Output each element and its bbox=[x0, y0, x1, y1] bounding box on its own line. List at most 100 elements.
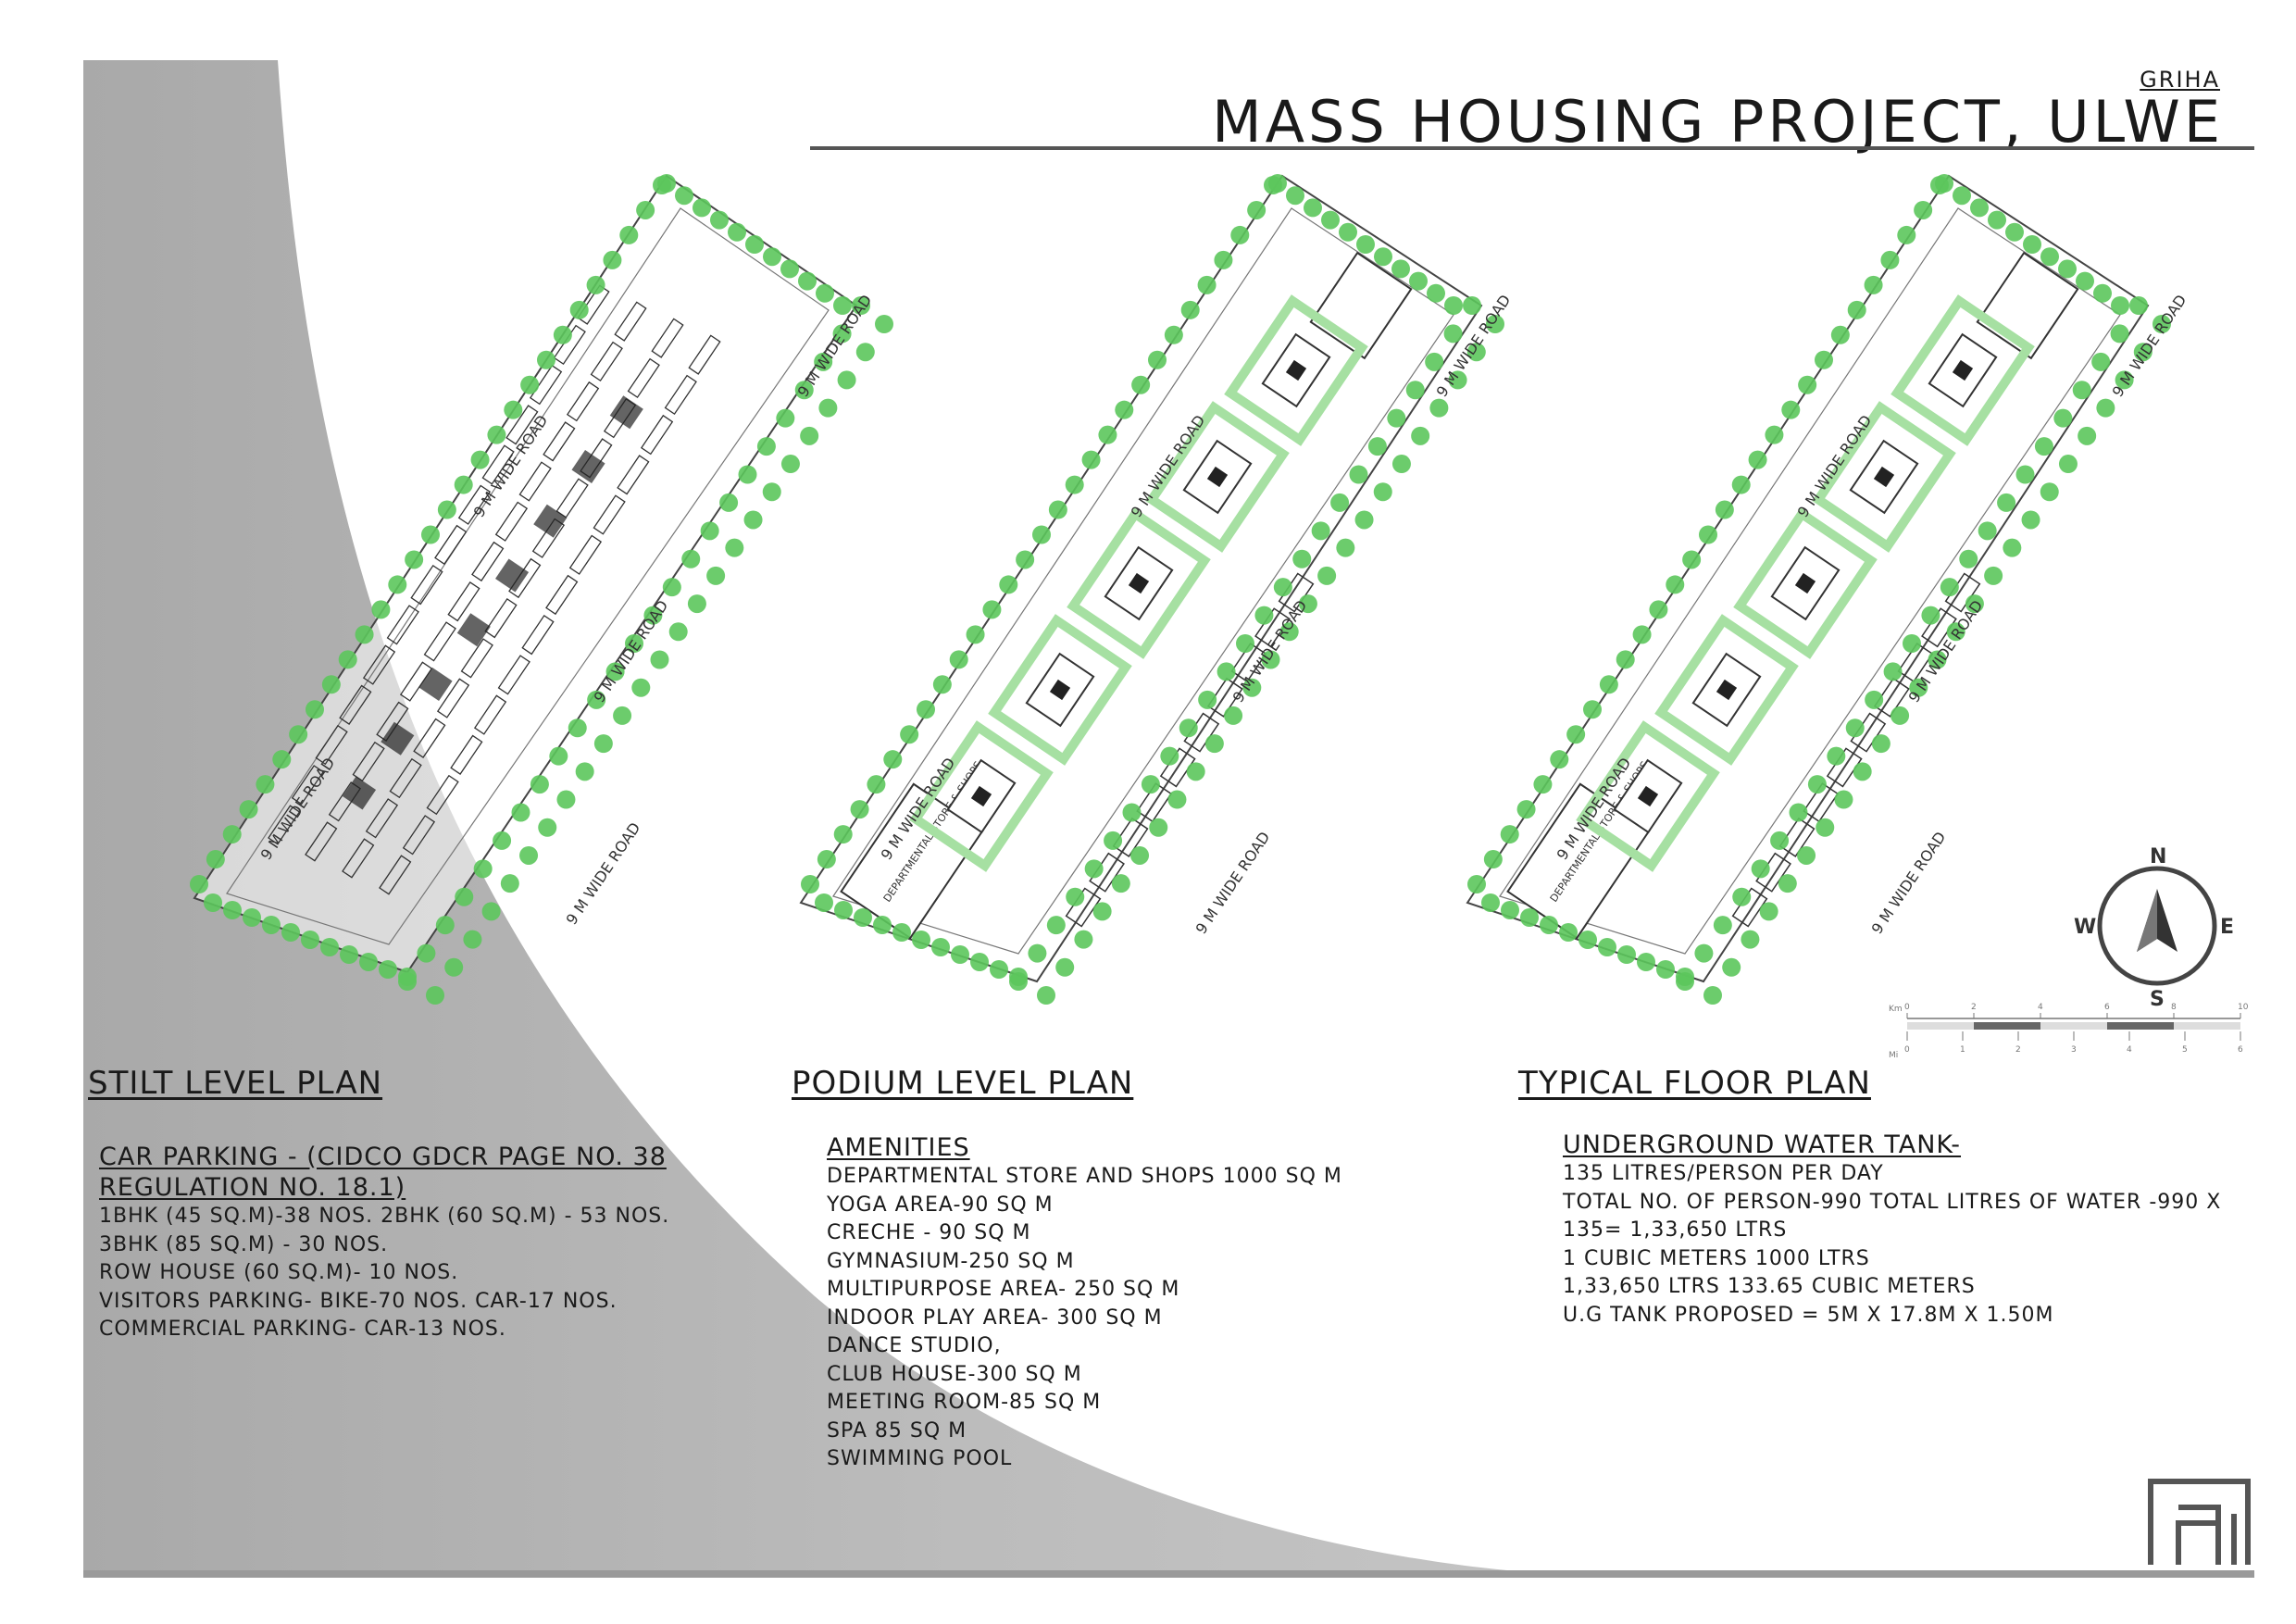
tree-icon bbox=[2040, 247, 2059, 267]
stair-core bbox=[609, 395, 643, 430]
parking-bay bbox=[529, 364, 563, 406]
stilt-note-line: 3BHK (85 SQ.M) - 30 NOS. bbox=[99, 1232, 389, 1256]
tree-icon bbox=[1197, 275, 1217, 294]
tree-icon bbox=[1599, 675, 1618, 694]
parking-bay bbox=[413, 718, 446, 758]
podium-note-line: YOGA AREA-90 SQ M bbox=[827, 1193, 1054, 1217]
tree-icon bbox=[1637, 953, 1655, 971]
tree-icon bbox=[613, 706, 632, 725]
typical-note-line: UNDERGROUND WATER TANK- bbox=[1563, 1131, 1962, 1159]
tree-icon bbox=[1279, 622, 1299, 642]
tree-icon bbox=[2093, 283, 2112, 303]
tree-icon bbox=[949, 650, 968, 669]
tree-icon bbox=[1292, 549, 1312, 568]
tree-icon bbox=[530, 775, 549, 794]
scale-top-tick-label: 2 bbox=[1971, 1003, 1977, 1012]
landscape-path bbox=[1224, 294, 1368, 446]
tree-icon bbox=[1356, 235, 1375, 254]
tree-icon bbox=[1204, 734, 1224, 754]
tree-icon bbox=[932, 675, 952, 694]
tree-icon bbox=[204, 893, 222, 912]
tree-icon bbox=[1321, 210, 1340, 230]
tree-icon bbox=[1871, 734, 1890, 754]
scale-top-unit: Km bbox=[1889, 1005, 1903, 1014]
parking-bay bbox=[365, 798, 399, 839]
parking-bay bbox=[651, 318, 684, 358]
tree-icon bbox=[900, 725, 919, 744]
tree-icon bbox=[1330, 493, 1350, 512]
tree-icon bbox=[2058, 455, 2078, 474]
tree-icon bbox=[1520, 908, 1539, 927]
tree-icon bbox=[1988, 210, 2006, 230]
scale-segment bbox=[1974, 1022, 2040, 1030]
tree-icon bbox=[970, 953, 989, 971]
row-house bbox=[1230, 642, 1267, 683]
tree-icon bbox=[794, 381, 814, 400]
parking-bay bbox=[460, 638, 493, 679]
tree-icon bbox=[321, 675, 341, 694]
tree-icon bbox=[239, 800, 258, 819]
tree-icon bbox=[2096, 398, 2115, 418]
road-label-stilt-5: 9 M WIDE ROAD bbox=[563, 819, 644, 928]
row-house bbox=[1778, 817, 1816, 858]
tree-icon bbox=[262, 916, 281, 934]
tree-icon bbox=[1081, 450, 1101, 469]
parking-bay bbox=[688, 334, 721, 375]
tree-icon bbox=[1935, 174, 1953, 193]
parking-bay bbox=[315, 724, 348, 766]
tree-icon bbox=[1827, 746, 1846, 766]
stilt-note-line: REGULATION NO. 18.1) bbox=[99, 1173, 406, 1202]
tree-icon bbox=[556, 790, 576, 809]
tree-icon bbox=[1713, 916, 1732, 935]
tree-icon bbox=[912, 931, 930, 949]
stilt-inner-boundary bbox=[226, 207, 830, 945]
scale-top-tick-label: 10 bbox=[2238, 1003, 2249, 1012]
stair-core bbox=[343, 776, 377, 810]
tree-icon bbox=[1046, 916, 1066, 935]
podium-tower-blocks bbox=[946, 332, 1331, 834]
typical-note-line: 1,33,650 LTRS 133.65 CUBIC METERS bbox=[1563, 1275, 1976, 1298]
tree-icon bbox=[1273, 578, 1292, 597]
podium-note-line: SWIMMING POOL bbox=[827, 1447, 1013, 1470]
tree-icon bbox=[2023, 235, 2041, 254]
tree-icon bbox=[2133, 343, 2152, 362]
tree-icon bbox=[2058, 259, 2077, 279]
tower-core bbox=[1128, 572, 1150, 594]
parking-bay bbox=[339, 684, 372, 725]
stilt-note-line: VISITORS PARKING- BIKE-70 NOS. CAR-17 NO… bbox=[99, 1289, 618, 1313]
tree-icon bbox=[1167, 790, 1187, 809]
tree-icon bbox=[371, 600, 391, 619]
tree-icon bbox=[883, 750, 903, 769]
tree-icon bbox=[2152, 315, 2171, 333]
parking-bay bbox=[434, 524, 468, 566]
parking-bay bbox=[423, 621, 456, 662]
parking-bay bbox=[399, 661, 433, 702]
tree-icon bbox=[814, 352, 833, 371]
parking-bay bbox=[484, 597, 518, 639]
tree-icon bbox=[668, 622, 688, 642]
tree-icon bbox=[2076, 271, 2094, 291]
tree-icon bbox=[706, 566, 726, 585]
scale-bottom-tick-label: 5 bbox=[2182, 1045, 2188, 1055]
stair-core bbox=[571, 449, 605, 484]
tree-icon bbox=[426, 986, 444, 1005]
tree-icon bbox=[966, 625, 985, 644]
podium-note-line: DEPARTMENTAL STORE AND SHOPS 1000 SQ M bbox=[827, 1165, 1342, 1188]
tree-icon bbox=[1261, 650, 1280, 669]
tree-icon bbox=[605, 662, 625, 681]
tree-icon bbox=[1914, 200, 1933, 219]
tree-icon bbox=[1180, 300, 1200, 319]
bottom-rule bbox=[83, 1570, 2254, 1578]
tree-icon bbox=[1055, 957, 1075, 977]
tree-icon bbox=[243, 908, 261, 927]
tree-icon bbox=[190, 875, 208, 893]
stilt-plan-title: STILT LEVEL PLAN bbox=[88, 1065, 383, 1102]
tree-icon bbox=[1501, 901, 1519, 919]
tree-icon bbox=[1500, 825, 1519, 844]
tree-icon bbox=[1566, 725, 1586, 744]
tree-icon bbox=[816, 283, 834, 303]
parking-bay bbox=[450, 734, 483, 775]
tree-icon bbox=[1865, 690, 1884, 709]
tree-icon bbox=[256, 775, 275, 794]
